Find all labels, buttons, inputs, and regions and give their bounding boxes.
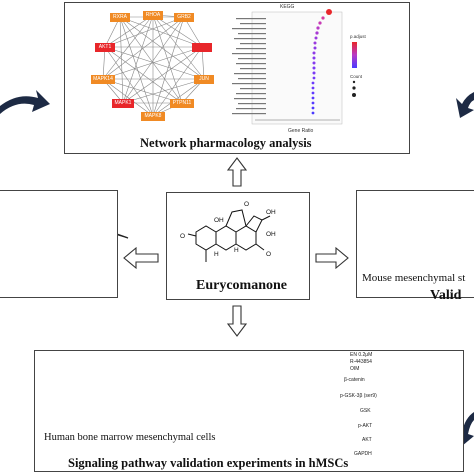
- dotplot-legend-label: p.adjust: [350, 34, 366, 39]
- node-ptpn11: PTPN11: [170, 99, 194, 108]
- curved-arrow-top-right: [456, 92, 474, 118]
- hmsc-cell-label: Human bone marrow mesenchymal cells: [44, 432, 216, 443]
- kegg-dotplot: [232, 9, 357, 125]
- dotplot-count-label: Count: [350, 74, 363, 79]
- node-rhoa: RHOA: [143, 11, 163, 20]
- signaling-panel: [34, 350, 464, 472]
- microneedle-panel: [0, 190, 118, 298]
- node-egfr: EGFR: [192, 43, 212, 52]
- mouse-msc-heading: Valid: [430, 288, 462, 303]
- condition-label: OIM: [350, 366, 360, 372]
- blot-label: p-GSK-3β (ser9): [340, 393, 377, 399]
- dotplot-title: KEGG: [280, 4, 295, 10]
- arrow-down-to-signaling: [226, 305, 248, 337]
- blot-label: GAPDH: [354, 451, 372, 457]
- dotplot-points: [311, 9, 332, 115]
- node-akt1: AKT1: [95, 43, 115, 52]
- hollow-arrows: [123, 157, 349, 337]
- blot-label: GSK: [360, 408, 371, 414]
- blot-label: p-AKT: [358, 423, 373, 429]
- blot-label: β-catenin: [344, 377, 365, 383]
- condition-label: EN 0.2μM: [350, 352, 373, 358]
- node-grb2: GRB2: [174, 13, 194, 22]
- network-edges: [102, 14, 205, 117]
- node-jun: JUN: [194, 75, 214, 84]
- node-rxra: RXRA: [110, 13, 130, 22]
- dotplot-row-labels: [232, 18, 266, 115]
- network-pharmacology-panel: [64, 2, 410, 154]
- arrow-up-to-network: [226, 157, 248, 187]
- node-mapk8: MAPK8: [141, 112, 165, 121]
- dotplot-legend: [352, 42, 357, 97]
- node-mapk1: MAPK1: [112, 99, 134, 108]
- compound-name: Eurycomanone: [196, 278, 287, 293]
- blot-label: AKT: [362, 437, 372, 443]
- mouse-msc-caption: Mouse mesenchymal st: [362, 272, 466, 284]
- network-panel-title: Network pharmacology analysis: [140, 136, 312, 150]
- dotplot-xlabel: Gene Ratio: [288, 128, 314, 134]
- mouse-msc-panel: [356, 190, 474, 298]
- curved-arrow-top-left: [0, 90, 50, 114]
- arrow-left-to-needle: [123, 246, 159, 270]
- node-mapk14: MAPK14: [91, 75, 115, 84]
- condition-label: R-443854: [350, 359, 372, 365]
- signaling-panel-title: Signaling pathway validation experiments…: [68, 456, 349, 470]
- arrow-right-to-cell: [315, 246, 349, 270]
